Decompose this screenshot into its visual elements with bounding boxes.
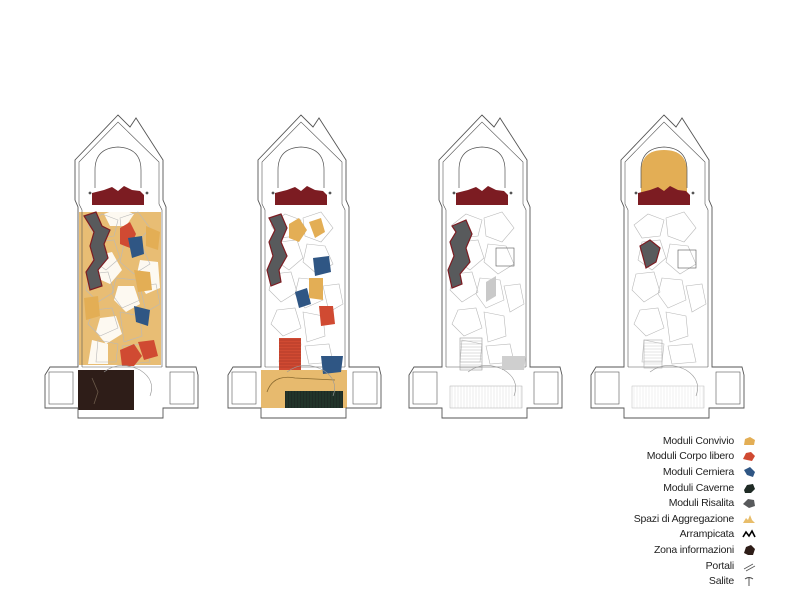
risalita-icon	[742, 497, 756, 509]
cerniera-icon	[742, 466, 756, 478]
cerniera-module	[313, 256, 331, 276]
convivio-icon	[742, 435, 756, 447]
salite-icon	[742, 575, 756, 587]
risalita-module	[266, 213, 288, 287]
corpo-libero-module	[319, 306, 335, 326]
crest-band	[456, 186, 508, 205]
building-outline	[590, 114, 745, 419]
floor-plan-1	[44, 114, 199, 419]
legend-label: Salite	[708, 575, 734, 588]
cerniera-module	[321, 356, 343, 374]
legend-item: Moduli Caverne	[496, 480, 756, 496]
legend-item: Spazi di Aggregazione	[496, 511, 756, 527]
building-outline	[227, 114, 382, 419]
legend-item: Arrampicata	[496, 527, 756, 543]
arrampicata-grid	[631, 385, 705, 409]
legend-label: Moduli Corpo libero	[646, 450, 734, 463]
crest-band	[275, 186, 327, 205]
building-outline	[44, 114, 199, 419]
legend-item: Moduli Cerniera	[496, 464, 756, 480]
building-outline	[408, 114, 563, 419]
convivio-module	[289, 218, 307, 242]
cerniera-module	[134, 306, 150, 326]
crest-band	[92, 186, 144, 205]
informazioni-icon	[742, 544, 756, 556]
convivio-module	[146, 226, 160, 250]
floor-plan-2	[227, 114, 382, 419]
salite-stair	[643, 339, 663, 369]
risalita-module	[447, 219, 473, 289]
legend-item: Moduli Corpo libero	[496, 449, 756, 465]
legend-label: Moduli Cerniera	[662, 465, 734, 478]
salite-stair	[459, 337, 483, 371]
caverne-icon	[742, 482, 756, 494]
legend-label: Spazi di Aggregazione	[633, 512, 734, 525]
legend-label: Portali	[705, 559, 735, 572]
convivio-module	[309, 218, 325, 238]
legend-item: Zona informazioni	[496, 542, 756, 558]
legend-label: Moduli Risalita	[668, 497, 734, 510]
legend-label: Arrampicata	[679, 528, 735, 541]
crest-band	[638, 186, 690, 205]
corpo-libero-module	[120, 344, 142, 366]
cerniera-module	[128, 236, 144, 258]
convivio-module	[309, 278, 323, 300]
floor-plan-4	[590, 114, 745, 419]
convivio-module	[84, 296, 100, 320]
corpo-libero-icon	[742, 450, 756, 462]
floor-plan-3	[408, 114, 563, 419]
legend-item: Portali	[496, 558, 756, 574]
risalita-module	[639, 239, 661, 269]
legend-item: Moduli Convivio	[496, 433, 756, 449]
corpo-libero-module	[138, 340, 158, 360]
portali-icon	[742, 560, 756, 572]
attic-convivio-area	[641, 150, 687, 193]
aggregazione-icon	[742, 513, 756, 525]
arrampicata-grid	[449, 385, 523, 409]
legend-label: Zona informazioni	[653, 543, 734, 556]
legend-label: Moduli Convivio	[662, 434, 734, 447]
portali-module	[486, 276, 496, 302]
risalita-module	[83, 211, 111, 291]
informazioni-zone	[78, 370, 134, 410]
arrampicata-icon	[742, 528, 756, 540]
legend-label: Moduli Caverne	[663, 481, 734, 494]
convivio-module	[134, 270, 152, 292]
legend-item: Salite	[496, 573, 756, 589]
legend-item: Moduli Risalita	[496, 495, 756, 511]
cerniera-module	[295, 288, 311, 308]
